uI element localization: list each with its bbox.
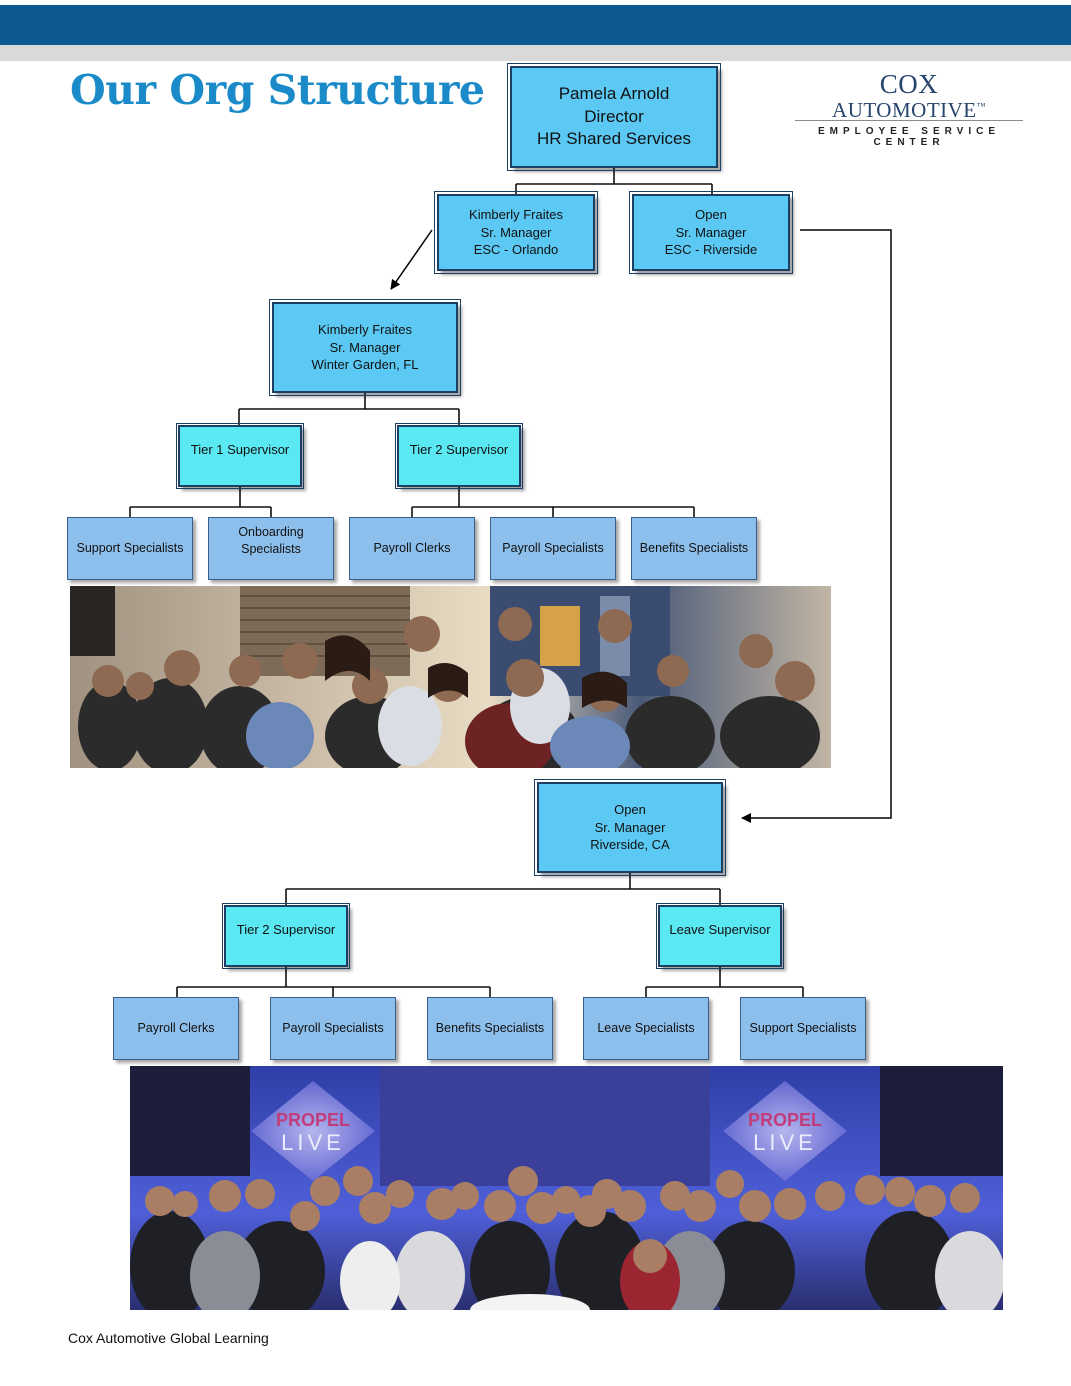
riverside-tier2-supervisor-box: Tier 2 Supervisor	[222, 903, 350, 969]
leave-specialists-box: Leave Specialists	[583, 997, 709, 1060]
propel-sign-right: PROPEL LIVE	[723, 1081, 847, 1181]
footer-text: Cox Automotive Global Learning	[68, 1330, 269, 1346]
logo-subtitle: EMPLOYEE SERVICE CENTER	[817, 126, 1001, 148]
tier1-supervisor-box: Tier 1 Supervisor	[176, 423, 304, 489]
riverside-benefits-specialists-box: Benefits Specialists	[427, 997, 553, 1060]
logo-wordmark-automotive: AUTOMOTIVE™	[832, 98, 986, 122]
svg-text:PROPEL: PROPEL	[748, 1110, 822, 1130]
connector-riverside-tier2	[176, 967, 491, 997]
page-title: Our Org Structure	[70, 66, 485, 114]
director-box: Pamela Arnold Director HR Shared Service…	[507, 63, 721, 171]
leave-supervisor-box: Leave Supervisor	[656, 903, 784, 969]
svg-text:PROPEL: PROPEL	[276, 1110, 350, 1130]
connector-leave-supervisor	[645, 967, 804, 997]
manager-orlando-box: Kimberly Fraites Sr. Manager ESC - Orlan…	[434, 191, 598, 274]
propel-sign-left: PROPEL LIVE	[251, 1081, 375, 1181]
riverside-payroll-clerks-box: Payroll Clerks	[113, 997, 239, 1060]
connector-riverside	[285, 873, 721, 905]
riverside-support-specialists-box: Support Specialists	[740, 997, 866, 1060]
svg-text:LIVE: LIVE	[281, 1130, 345, 1155]
logo-divider	[795, 120, 1023, 121]
manager-riverside-box: Open Sr. Manager ESC - Riverside	[629, 191, 793, 274]
stage-photo-illustration: PROPEL LIVE PROPEL LIVE	[130, 1066, 1003, 1310]
team-photo-illustration	[70, 586, 831, 768]
onboarding-specialists-box: Onboarding Specialists	[208, 517, 334, 580]
winter-garden-team-photo	[70, 586, 831, 768]
tier2-supervisor-box: Tier 2 Supervisor	[395, 423, 523, 489]
payroll-specialists-box: Payroll Specialists	[490, 517, 616, 580]
cox-automotive-logo: COX AUTOMOTIVE™ EMPLOYEE SERVICE CENTER	[793, 69, 1025, 148]
winter-garden-manager-box: Kimberly Fraites Sr. Manager Winter Gard…	[269, 299, 461, 396]
header-bar	[0, 5, 1071, 45]
svg-text:LIVE: LIVE	[753, 1130, 817, 1155]
payroll-clerks-box: Payroll Clerks	[349, 517, 475, 580]
support-specialists-box: Support Specialists	[67, 517, 193, 580]
connector-winter-garden	[238, 393, 460, 425]
connector-director	[515, 168, 713, 194]
header-divider	[0, 45, 1071, 61]
benefits-specialists-box: Benefits Specialists	[631, 517, 757, 580]
connector-tier2	[411, 487, 695, 517]
riverside-manager-box: Open Sr. Manager Riverside, CA	[534, 779, 726, 876]
riverside-team-photo: PROPEL LIVE PROPEL LIVE	[130, 1066, 1003, 1310]
logo-wordmark-cox: COX	[879, 69, 939, 99]
arrow-to-riverside	[741, 229, 892, 823]
connector-tier1	[129, 487, 272, 517]
riverside-payroll-specialists-box: Payroll Specialists	[270, 997, 396, 1060]
arrow-to-winter-garden	[390, 229, 433, 290]
